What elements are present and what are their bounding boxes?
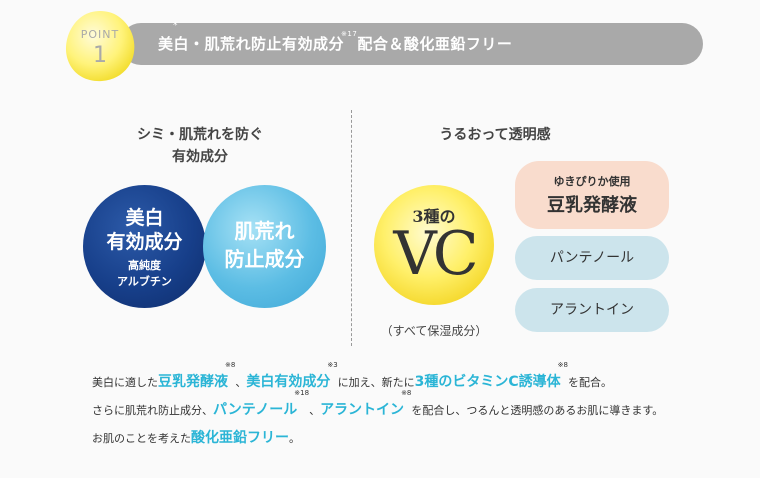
title-star-mark: * xyxy=(173,21,178,31)
title-part3: 配合＆酸化亜鉛フリー xyxy=(357,35,513,53)
whitening-ingredient-circle: 美白 有効成分 高純度 アルブチン xyxy=(83,185,206,308)
point-badge: POINT 1 xyxy=(62,8,138,84)
title-note: ※17 xyxy=(341,30,358,38)
soy-milk-pill: ゆきぴりか使用 豆乳発酵液 xyxy=(515,161,669,229)
navy-line4: アルブチン xyxy=(117,275,172,288)
vc-circle: 3種の VC xyxy=(374,185,494,305)
text: 、 xyxy=(309,404,321,417)
title-bihaku: 美白* xyxy=(158,21,190,54)
point-label: POINT xyxy=(80,28,120,41)
left-heading-line1: シミ・肌荒れを防ぐ xyxy=(137,127,263,143)
navy-line3: 高純度 xyxy=(128,259,161,272)
navy-line2: 有効成分 xyxy=(106,231,183,253)
vc-caption: （すべて保湿成分） xyxy=(380,324,488,338)
vc-small-label: 3種の xyxy=(412,207,456,226)
text: さらに肌荒れ防止成分、 xyxy=(92,404,213,417)
note: ※8 xyxy=(225,361,236,369)
left-section-heading: シミ・肌荒れを防ぐ 有効成分 xyxy=(100,124,300,168)
section-divider xyxy=(351,110,352,346)
text: お肌のことを考えた xyxy=(92,432,191,445)
description-line-2: さらに肌荒れ防止成分、パンテノール ※18 、アラントイン ※8 を配合し、つるんと透明… xyxy=(92,389,664,419)
sky-line1: 肌荒れ xyxy=(234,219,295,243)
highlight: 豆乳発酵液 xyxy=(158,374,228,390)
text: 美白に適した xyxy=(92,376,158,389)
point-number: 1 xyxy=(93,43,107,68)
text: 。 xyxy=(289,432,300,445)
title-part2: ・肌荒れ防止有効成分 xyxy=(189,35,345,53)
soy-pill-small: ゆきぴりか使用 xyxy=(553,175,631,188)
description-line-1: 美白に適した豆乳発酵液 ※8 、美白有効成分 ※3 に加え、新たに3種のビタミンC誘導体… xyxy=(92,361,612,391)
text: に加え、新たに xyxy=(337,376,415,389)
note: ※18 xyxy=(294,389,310,397)
right-section-heading: うるおって透明感 xyxy=(439,127,551,143)
point-badge-shape xyxy=(65,11,135,82)
text: を配合し、つるんと透明感のあるお肌に導きます。 xyxy=(411,404,664,417)
header-bar: 美白*・肌荒れ防止有効成分※17配合＆酸化亜鉛フリー xyxy=(120,21,703,65)
description-line-3: お肌のことを考えた酸化亜鉛フリー。 xyxy=(92,427,300,447)
highlight: パンテノール xyxy=(213,402,298,418)
left-heading-line2: 有効成分 xyxy=(172,149,228,165)
allantoin-pill: アラントイン xyxy=(515,288,669,332)
sky-line2: 防止成分 xyxy=(224,247,305,271)
highlight: アラントイン xyxy=(320,402,405,418)
panthenol-pill: パンテノール xyxy=(515,236,669,280)
header-title: 美白*・肌荒れ防止有効成分※17配合＆酸化亜鉛フリー xyxy=(158,21,513,65)
highlight: 酸化亜鉛フリー xyxy=(191,430,289,446)
note: ※8 xyxy=(401,389,412,397)
note: ※3 xyxy=(327,361,338,369)
navy-line1: 美白 xyxy=(125,207,164,229)
highlight: 3種のビタミンC誘導体 xyxy=(414,374,561,390)
anti-roughness-circle: 肌荒れ 防止成分 xyxy=(203,185,326,308)
vc-big-label: VC xyxy=(393,219,478,289)
highlight: 美白有効成分 xyxy=(246,374,331,390)
text: 、 xyxy=(235,376,247,389)
note: ※8 xyxy=(557,361,568,369)
text: を配合。 xyxy=(568,376,612,389)
soy-pill-big: 豆乳発酵液 xyxy=(547,195,637,216)
